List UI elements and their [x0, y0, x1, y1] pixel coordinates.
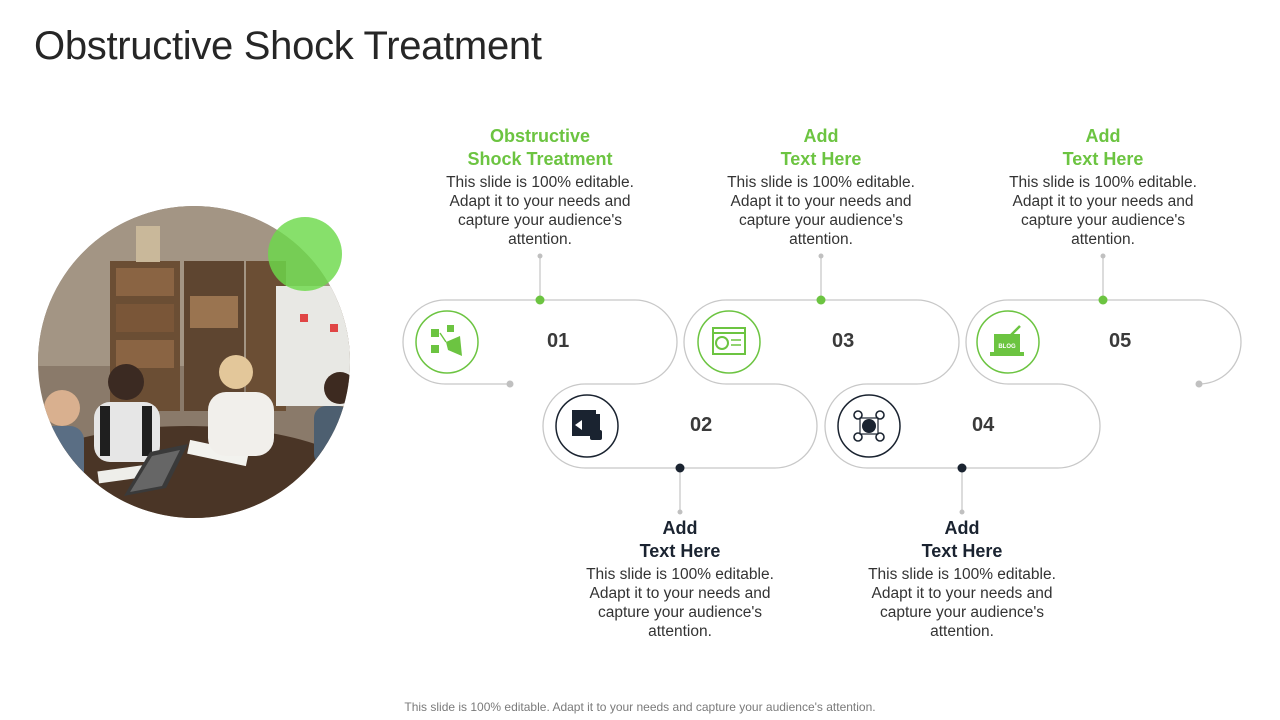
step-number-04: 04	[972, 414, 995, 436]
footer-note: This slide is 100% editable. Adapt it to…	[404, 700, 876, 714]
step-text-05: Add Text Here This slide is 100% editabl…	[1003, 125, 1203, 249]
network-people-icon	[837, 394, 901, 458]
step-heading-02: Add Text Here	[639, 518, 721, 561]
snake-segment-03	[683, 299, 960, 385]
step-heading-04: Add Text Here	[921, 518, 1003, 561]
page-title: Obstructive Shock Treatment	[34, 24, 542, 68]
blog-laptop-icon: BLOG	[976, 310, 1040, 374]
step-body-02: This slide is 100% editable. Adapt it to…	[586, 566, 774, 640]
step-body-01: This slide is 100% editable. Adapt it to…	[446, 174, 634, 248]
step-number-05: 05	[1109, 330, 1132, 352]
step-text-04: Add Text Here This slide is 100% editabl…	[862, 517, 1062, 641]
step-text-03: Add Text Here This slide is 100% editabl…	[721, 125, 921, 249]
seo-webpage-icon	[697, 310, 761, 374]
video-player-icon	[555, 394, 619, 458]
step-heading-05: Add Text Here	[1062, 126, 1144, 169]
step-number-01: 01	[547, 330, 570, 352]
marketing-megaphone-icon	[415, 310, 479, 374]
step-text-01: Obstructive Shock Treatment This slide i…	[440, 125, 640, 249]
step-body-04: This slide is 100% editable. Adapt it to…	[868, 566, 1056, 640]
svg-text:BLOG: BLOG	[998, 344, 1016, 350]
step-body-03: This slide is 100% editable. Adapt it to…	[727, 174, 915, 248]
snake-segment-02	[542, 383, 818, 469]
step-text-02: Add Text Here This slide is 100% editabl…	[580, 517, 780, 641]
step-number-03: 03	[832, 330, 855, 352]
snake-segment-04	[824, 383, 1101, 469]
step-heading-03: Add Text Here	[780, 126, 862, 169]
step-heading-01: Obstructive Shock Treatment	[467, 126, 613, 169]
step-body-05: This slide is 100% editable. Adapt it to…	[1009, 174, 1197, 248]
accent-circle	[268, 217, 342, 291]
step-number-02: 02	[690, 414, 713, 436]
